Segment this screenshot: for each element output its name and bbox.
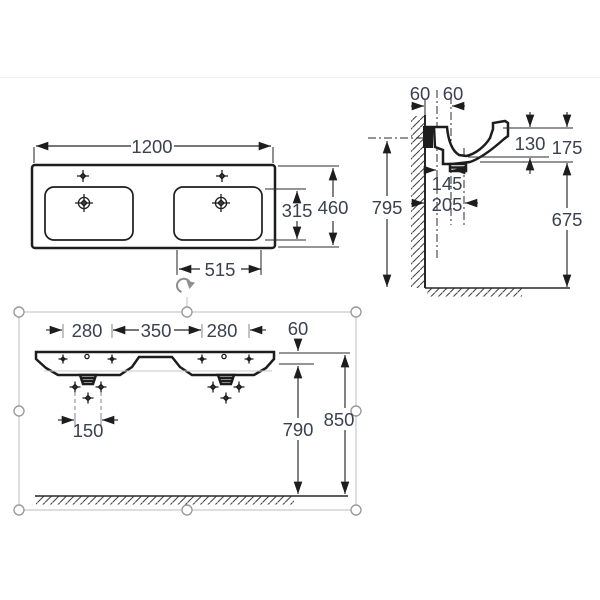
dim-floor-to-underside-label: 790 [283,419,314,440]
dim-floor-to-underside-label: 675 [552,209,583,230]
lower-fixing-hole-icon [206,380,220,394]
extension-lines [176,250,262,275]
lower-fixing-hole-icon [68,380,82,394]
dim-rim-to-underside-label: 175 [552,137,583,158]
extension-lines [33,147,274,163]
dim-floor-to-rim-back-label: 795 [372,197,403,218]
dim-front-offset-label: 60 [443,83,464,104]
overflow-hole-icon [221,353,227,360]
dim-plan-width-label: 1200 [131,136,172,157]
selection-handle-top-right[interactable] [350,306,362,318]
dim-bowl-depth-label: 315 [282,200,313,221]
lower-fixing-hole-icon [94,380,108,394]
overflow-hole-icon [84,353,90,360]
dim-rim-to-shelf-label: 130 [515,133,546,154]
selection-handle-bottom-right[interactable] [350,504,362,516]
wall-bracket [423,126,433,148]
selection-handle-mid-right[interactable] [350,405,362,417]
lower-fixing-hole-icon [219,391,233,405]
extension-lines [278,165,339,248]
basin-section-outline [426,119,510,166]
wall-hatching [411,116,425,288]
floor-hatching [36,496,294,505]
dim-left-span-label: 280 [72,320,103,341]
right-drain-front [216,373,236,386]
reference-lines [279,352,350,365]
selection-handle-bottom-left[interactable] [13,504,25,516]
dim-wall-to-fixing-label: 145 [432,173,463,194]
selection-handle-bottom-center[interactable] [181,504,193,516]
lower-fixing-hole-icon [81,391,95,405]
left-drain-front [78,373,98,386]
dim-lower-fixing-span-label: 150 [73,420,104,441]
dim-apron-label: 60 [288,318,309,339]
extension-lines [265,188,306,241]
selection-handle-top-center[interactable] [181,306,193,318]
selection-handle-top-left[interactable] [13,306,25,318]
floor-hatching [427,288,522,297]
front-elevation-view: 280 350 280 60 150 790 850 [13,277,362,516]
dim-right-span-label: 280 [207,320,238,341]
plan-view: 1200 460 315 515 [30,136,349,280]
basin-front-outline [34,350,276,377]
selection-handle-mid-left[interactable] [13,405,25,417]
lower-fixing-hole-icon [232,380,246,394]
dim-back-offset-label: 60 [410,83,431,104]
extension-ticks [74,413,102,427]
dim-bowl-width-label: 515 [205,259,236,280]
right-bowl-plan [173,186,263,241]
selection-box [18,311,357,511]
dim-floor-to-rim-label: 850 [324,409,355,430]
side-section-view: 60 60 130 175 145 205 795 675 [368,83,582,297]
extension-ticks [62,324,250,338]
rotate-handle-icon[interactable] [175,277,195,293]
dim-center-span-label: 350 [141,320,172,341]
left-bowl-plan [44,186,134,241]
dim-plan-depth-label: 460 [318,197,349,218]
extension-lines [74,392,102,412]
dim-wall-to-drain-label: 205 [432,194,463,215]
